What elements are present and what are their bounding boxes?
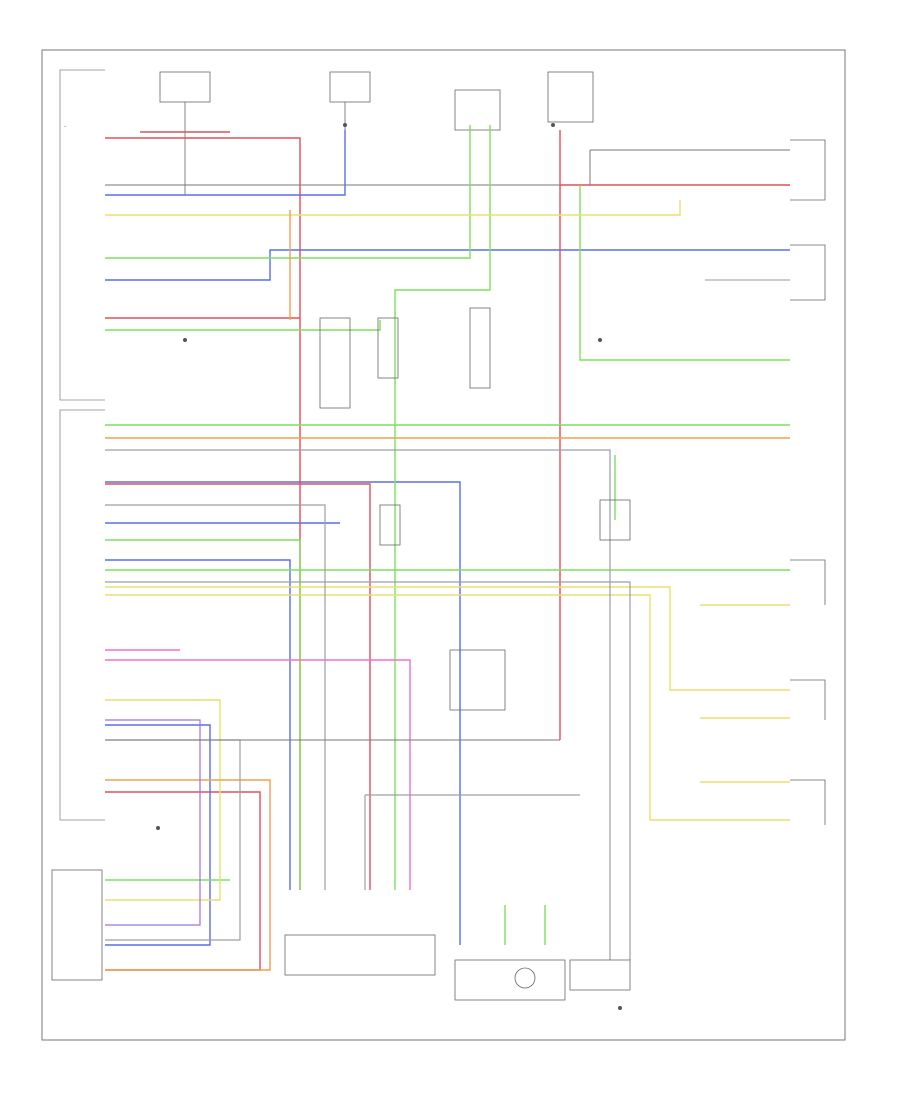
diagram-frame	[41, 49, 846, 1041]
right-switches	[705, 139, 826, 825]
wire-blue	[105, 130, 790, 946]
wire-yellow	[105, 200, 790, 901]
wire-purple	[105, 719, 201, 926]
wire-green	[105, 125, 790, 945]
mid-components	[319, 307, 631, 711]
top-components	[159, 71, 594, 195]
bottom-components	[284, 934, 631, 1001]
wire-gray	[105, 449, 631, 960]
ecu-connector-top	[59, 69, 105, 821]
lower-left-connector	[51, 869, 103, 981]
wire-pink	[105, 649, 411, 890]
wire-red	[105, 130, 790, 971]
wire-orange	[105, 210, 790, 971]
ecu-pin-labels: –	[64, 124, 67, 129]
svg-text:–: –	[64, 124, 67, 129]
ground-symbols	[156, 123, 622, 1010]
